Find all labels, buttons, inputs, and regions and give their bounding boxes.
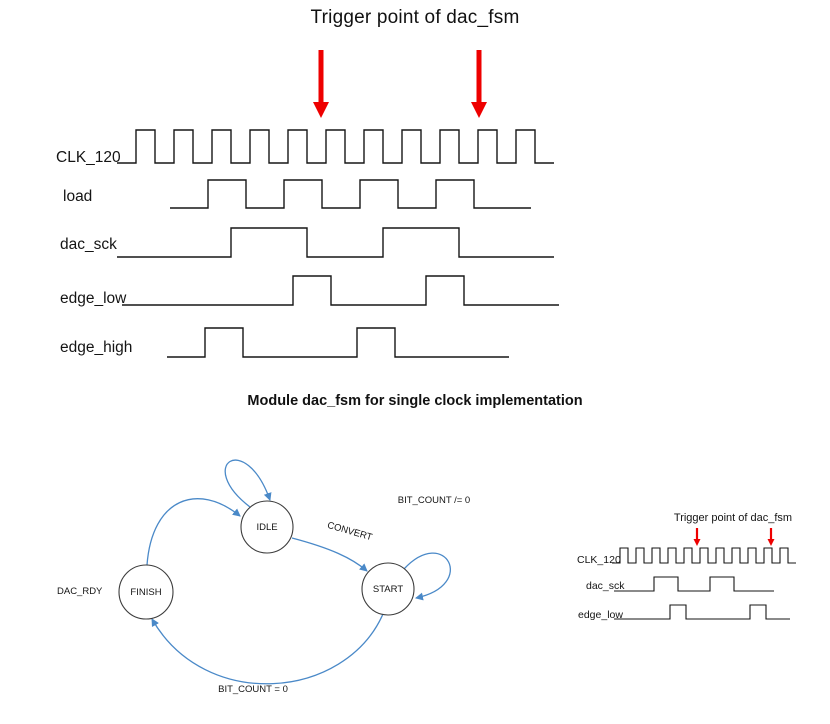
- main-timing-diagram: CLK_120 load dac_sck edge_low edge_high: [56, 129, 559, 358]
- section-caption: Module dac_fsm for single clock implemen…: [247, 393, 583, 409]
- mini-waveform-edgelow: [614, 604, 790, 620]
- fsm-label-dac-rdy: DAC_RDY: [57, 586, 103, 597]
- fsm-state-label-idle: IDLE: [256, 522, 277, 533]
- mini-waveform-dacsck: [614, 576, 774, 592]
- fsm-label-bitcount-ne-0: BIT_COUNT /= 0: [398, 495, 470, 506]
- mini-signal-label-clk120: CLK_120: [577, 554, 621, 566]
- trigger-arrow-head: [313, 102, 329, 118]
- waveform-edgehigh: [167, 327, 509, 358]
- fsm-transition-finish-to-idle: [146, 498, 241, 566]
- fsm-diagram: IDLE START FINISH CONVERT BIT_COUNT /= 0…: [57, 459, 470, 695]
- fsm-state-label-finish: FINISH: [130, 587, 161, 598]
- signal-label-edgehigh: edge_high: [60, 339, 132, 356]
- signal-label-clk120: CLK_120: [56, 149, 121, 166]
- trigger-arrow-small-icon: [693, 528, 701, 546]
- fsm-transition-start-to-finish: [151, 613, 384, 685]
- trigger-arrow-small-icon: [767, 528, 775, 546]
- fsm-state-label-start: START: [373, 584, 403, 595]
- mini-signal-label-dacsck: dac_sck: [586, 580, 625, 592]
- fsm-state-idle: [240, 500, 294, 554]
- trigger-arrow-head: [471, 102, 487, 118]
- fsm-label-bitcount-eq-0: BIT_COUNT = 0: [218, 684, 288, 695]
- fsm-state-start: [361, 562, 415, 616]
- fsm-selfloop-idle: [224, 459, 272, 508]
- signal-label-load: load: [63, 188, 92, 205]
- waveform-edgelow: [122, 275, 559, 306]
- trigger-arrow-head: [767, 539, 775, 546]
- trigger-arrow-icon: [471, 50, 487, 118]
- waveform-clk120: [117, 129, 554, 164]
- fsm-state-finish: [118, 564, 174, 620]
- waveform-dacsck: [117, 227, 554, 258]
- signal-label-dacsck: dac_sck: [60, 236, 117, 253]
- signal-label-edgelow: edge_low: [60, 290, 127, 307]
- trigger-arrow-head: [693, 539, 701, 546]
- mini-timing-diagram: Trigger point of dac_fsm CLK_120 dac_sck…: [577, 512, 796, 621]
- mini-waveform-clk120: [612, 547, 796, 564]
- trigger-arrow-icon: [313, 50, 329, 118]
- main-title: Trigger point of dac_fsm: [310, 7, 520, 28]
- fsm-transition-idle-to-start: [291, 537, 368, 572]
- mini-title: Trigger point of dac_fsm: [674, 512, 792, 524]
- fsm-label-convert: CONVERT: [326, 520, 374, 543]
- waveform-load: [170, 179, 531, 209]
- fsm-selfloop-start: [403, 552, 451, 601]
- mini-signal-label-edgelow: edge_low: [578, 609, 623, 621]
